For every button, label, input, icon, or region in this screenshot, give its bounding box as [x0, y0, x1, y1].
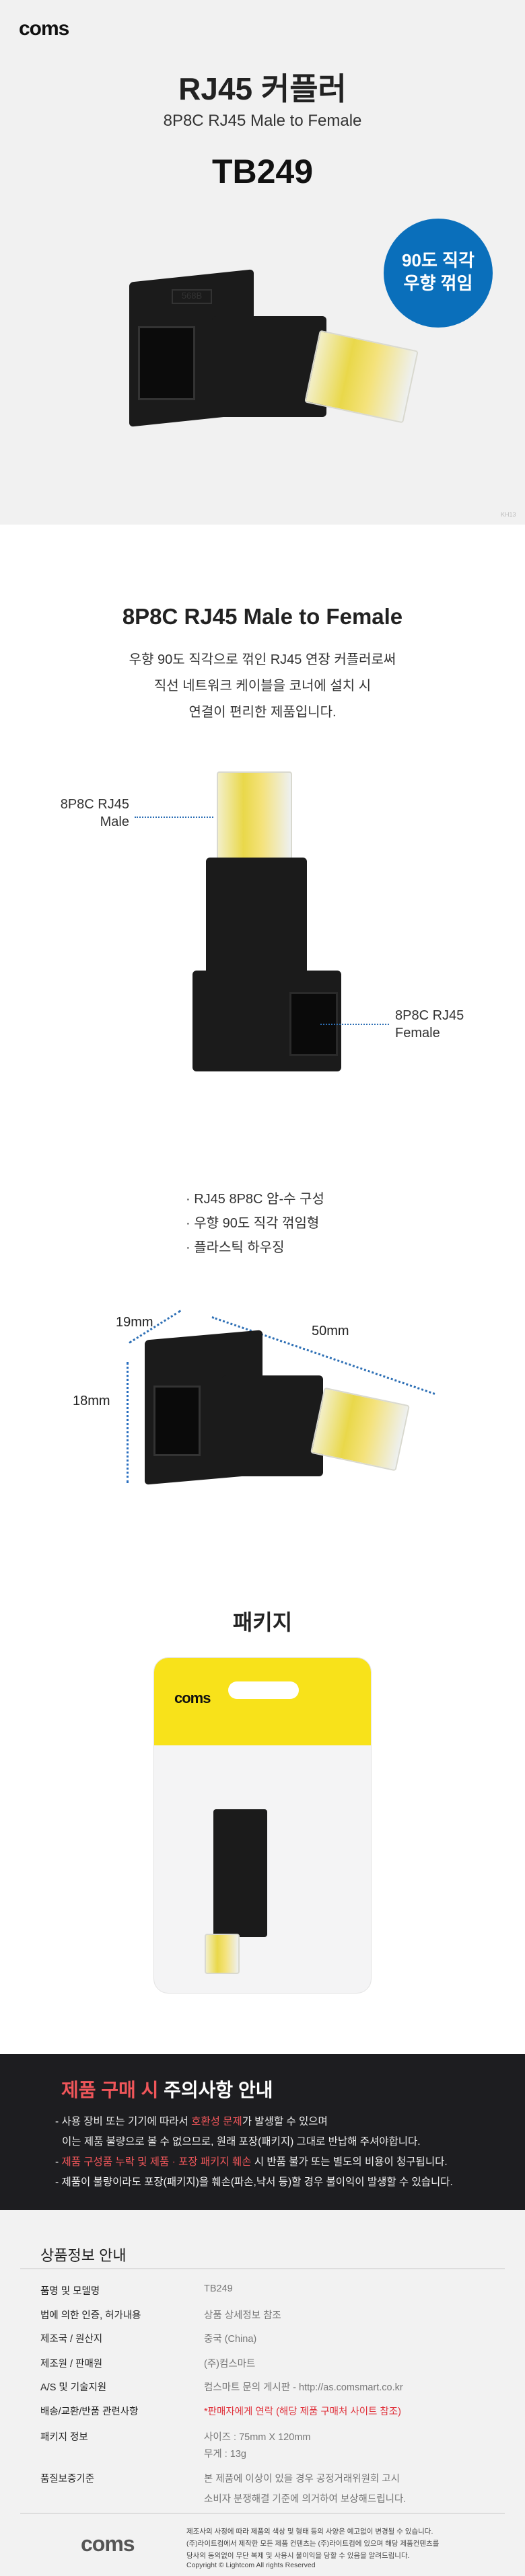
badge-line: 우향 꺾임 — [403, 273, 473, 293]
copyright: Copyright © Lightcom All rights Reserved — [186, 2561, 316, 2569]
label-line: 8P8C RJ45 — [60, 797, 129, 812]
divider — [20, 2513, 505, 2514]
label-line: 8P8C RJ45 — [395, 1008, 464, 1023]
intro-description: 우향 90도 직각으로 꺾인 RJ45 연장 커플러로써 직선 네트워크 케이블… — [0, 647, 525, 726]
label-line: Male — [100, 815, 129, 829]
notice-title-red: 제품 구매 시 — [61, 2080, 159, 2100]
footer-line: 당사의 동의없이 무단 복제 및 사용시 불이익을 당할 수 있음을 알려드립니… — [186, 2552, 410, 2560]
feature-badge: 90도 직각 우향 꺾임 — [384, 219, 493, 328]
as-link[interactable]: 컴스마트 문의 게시판 - http://as.comsmart.co.kr — [204, 2382, 403, 2393]
footer-line: (주)라이트컴에서 제작한 모든 제품 컨텐츠는 (주)라이트컴에 있으며 해당… — [186, 2540, 440, 2548]
product-title: RJ45 커플러 — [178, 71, 347, 106]
notice-line: 이는 제품 불량으로 볼 수 없으므로, 원래 포장(패키지) 그대로 반납해 … — [62, 2136, 421, 2148]
male-pointer-line — [135, 817, 213, 818]
height-line — [127, 1362, 129, 1483]
feature-item: · 플라스틱 하우징 — [186, 1240, 285, 1255]
length-label: 50mm — [312, 1324, 349, 1338]
footer-line: 제조사의 사정에 따라 제품의 색상 및 형태 등의 사양은 예고없이 변경될 … — [186, 2528, 433, 2536]
feature-item: · 우향 90도 직각 꺾임형 — [186, 1216, 320, 1231]
feature-item: · RJ45 8P8C 암-수 구성 — [186, 1192, 324, 1207]
notice-title-white: 주의사항 안내 — [164, 2080, 273, 2100]
product-subtitle: 8P8C RJ45 Male to Female — [163, 112, 362, 130]
divider — [20, 2268, 505, 2269]
jack-mark: 568B — [172, 289, 212, 304]
badge-line: 90도 직각 — [402, 250, 475, 270]
hero-section: coms RJ45 커플러 8P8C RJ45 Male to Female T… — [0, 0, 525, 525]
desc-line: 연결이 편리한 제품입니다. — [188, 705, 337, 720]
female-label: 8P8C RJ45 Female — [395, 1007, 464, 1042]
notice-line: - 사용 장비 또는 기기에 따라서 호환성 문제가 발생할 수 있으며 — [55, 2116, 328, 2127]
notice-line: - 제품이 불량이라도 포장(패키지)을 훼손(파손,낙서 등)할 경우 불이익… — [55, 2176, 453, 2188]
package-brand-logo: coms — [174, 1690, 211, 1706]
depth-label: 19mm — [116, 1315, 153, 1330]
height-label: 18mm — [73, 1394, 110, 1408]
hang-hole — [228, 1681, 299, 1699]
image-code: KH13 — [501, 511, 516, 518]
notice-line: - 제품 구성품 누락 및 제품 · 포장 패키지 훼손 시 반품 불가 또는 … — [55, 2156, 448, 2168]
intro-heading: 8P8C RJ45 Male to Female — [122, 604, 403, 629]
desc-line: 우향 90도 직각으로 꺾인 RJ45 연장 커플러로써 — [129, 652, 396, 667]
package-image: coms — [153, 1657, 372, 1994]
label-line: Female — [395, 1026, 440, 1040]
notice-title: 제품 구매 시 주의사항 안내 — [61, 2076, 273, 2103]
brand-logo: coms — [19, 17, 69, 40]
desc-line: 직선 네트워크 케이블을 코너에 설치 시 — [153, 679, 372, 693]
male-label: 8P8C RJ45 Male — [27, 796, 129, 831]
female-pointer-line — [320, 1024, 389, 1025]
info-heading: 상품정보 안내 — [40, 2247, 127, 2264]
feature-list: · RJ45 8P8C 암-수 구성 · 우향 90도 직각 꺾임형 · 플라스… — [186, 1187, 324, 1260]
package-heading: 패키지 — [232, 1610, 293, 1634]
purchase-notice: 제품 구매 시 주의사항 안내 - 사용 장비 또는 기기에 따라서 호환성 문… — [0, 2054, 525, 2210]
footer-brand-logo: coms — [81, 2532, 135, 2556]
model-number: TB249 — [211, 153, 314, 190]
